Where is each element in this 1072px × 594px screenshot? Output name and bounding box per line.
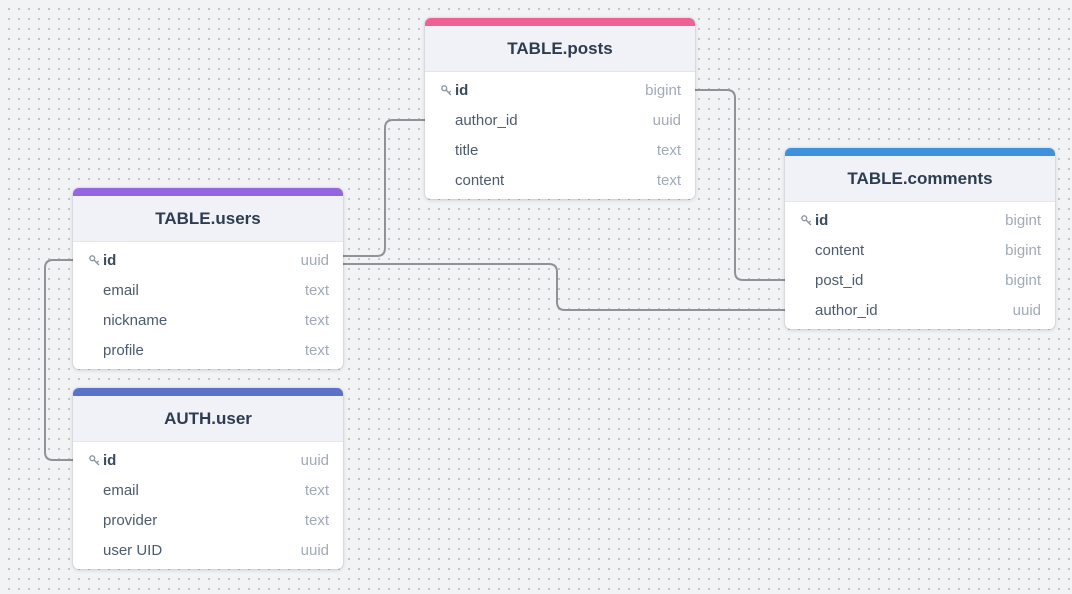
connection-users-posts xyxy=(342,119,426,257)
field-row[interactable]: email text xyxy=(73,475,343,505)
connection-posts-comments xyxy=(694,89,786,281)
field-name: nickname xyxy=(103,311,168,329)
field-name: id xyxy=(103,251,117,269)
field-list: id bigint author_id uuid title text cont… xyxy=(425,72,695,199)
field-name: id xyxy=(455,81,469,99)
field-type: bigint xyxy=(1005,241,1041,259)
field-type: text xyxy=(304,481,329,499)
table-card-users[interactable]: TABLE.users id uuid email text nickname … xyxy=(73,188,343,369)
field-row[interactable]: id bigint xyxy=(785,205,1055,235)
field-row[interactable]: content bigint xyxy=(785,235,1055,265)
table-title: TABLE.posts xyxy=(425,26,695,72)
field-name: post_id xyxy=(815,271,864,289)
primary-key-icon xyxy=(440,84,455,97)
field-type: uuid xyxy=(1012,301,1041,319)
field-row[interactable]: content text xyxy=(425,165,695,195)
table-card-posts[interactable]: TABLE.posts id bigint author_id uuid tit… xyxy=(425,18,695,199)
field-type: bigint xyxy=(1005,271,1041,289)
field-name: email xyxy=(103,281,139,299)
connection-users-comments xyxy=(342,263,786,311)
field-type: uuid xyxy=(300,541,329,559)
table-title: TABLE.comments xyxy=(785,156,1055,202)
field-type: bigint xyxy=(1005,211,1041,229)
table-card-auth-user[interactable]: AUTH.user id uuid email text provider te… xyxy=(73,388,343,569)
field-name: provider xyxy=(103,511,158,529)
table-accent-bar xyxy=(785,148,1055,156)
table-accent-bar xyxy=(425,18,695,26)
field-name: id xyxy=(815,211,829,229)
field-name: title xyxy=(455,141,479,159)
field-row[interactable]: provider text xyxy=(73,505,343,535)
field-row[interactable]: profile text xyxy=(73,335,343,365)
field-type: uuid xyxy=(300,451,329,469)
field-type: text xyxy=(304,311,329,329)
field-row[interactable]: title text xyxy=(425,135,695,165)
field-name: profile xyxy=(103,341,144,359)
primary-key-icon xyxy=(800,214,815,227)
field-row[interactable]: nickname text xyxy=(73,305,343,335)
field-name: content xyxy=(815,241,865,259)
field-type: text xyxy=(304,511,329,529)
field-row[interactable]: email text xyxy=(73,275,343,305)
field-name: id xyxy=(103,451,117,469)
field-list: id bigint content bigint post_id bigint … xyxy=(785,202,1055,329)
field-list: id uuid email text provider text user UI… xyxy=(73,442,343,569)
table-title: AUTH.user xyxy=(73,396,343,442)
field-row[interactable]: id uuid xyxy=(73,245,343,275)
field-name: author_id xyxy=(455,111,518,129)
field-type: uuid xyxy=(652,111,681,129)
field-row[interactable]: user UID uuid xyxy=(73,535,343,565)
field-type: text xyxy=(656,171,681,189)
field-type: uuid xyxy=(300,251,329,269)
field-name: user UID xyxy=(103,541,163,559)
field-type: text xyxy=(656,141,681,159)
table-title: TABLE.users xyxy=(73,196,343,242)
field-name: author_id xyxy=(815,301,878,319)
table-accent-bar xyxy=(73,188,343,196)
field-name: email xyxy=(103,481,139,499)
field-row[interactable]: author_id uuid xyxy=(425,105,695,135)
field-name: content xyxy=(455,171,505,189)
field-row[interactable]: author_id uuid xyxy=(785,295,1055,325)
field-row[interactable]: id bigint xyxy=(425,75,695,105)
primary-key-icon xyxy=(88,454,103,467)
field-type: bigint xyxy=(645,81,681,99)
field-type: text xyxy=(304,281,329,299)
field-type: text xyxy=(304,341,329,359)
field-row[interactable]: id uuid xyxy=(73,445,343,475)
primary-key-icon xyxy=(88,254,103,267)
field-row[interactable]: post_id bigint xyxy=(785,265,1055,295)
table-accent-bar xyxy=(73,388,343,396)
table-card-comments[interactable]: TABLE.comments id bigint content bigint … xyxy=(785,148,1055,329)
field-list: id uuid email text nickname text profile… xyxy=(73,242,343,369)
connection-users-authuser xyxy=(44,259,74,461)
